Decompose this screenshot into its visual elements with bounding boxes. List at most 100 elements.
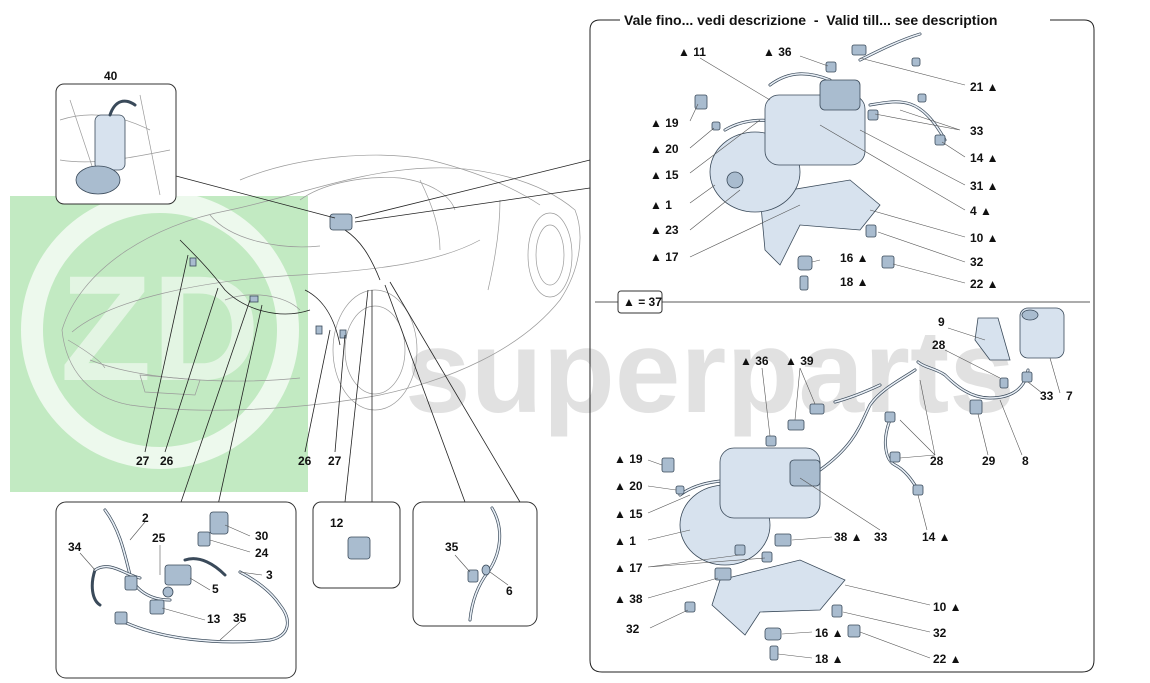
callout-28-bottom: 28 bbox=[930, 454, 944, 468]
callout-4: 4 ▲ bbox=[970, 204, 992, 218]
callout-5: 5 bbox=[212, 582, 219, 596]
callout-3: 3 bbox=[266, 568, 273, 582]
callout-36-top: ▲ 36 bbox=[763, 45, 792, 59]
callout-10-top: 10 ▲ bbox=[970, 231, 999, 245]
callout-40: 40 bbox=[104, 69, 118, 83]
car-illustration bbox=[61, 154, 581, 411]
fitting-14-bottom bbox=[912, 484, 924, 496]
pad-38-a bbox=[774, 533, 792, 547]
callout-39: ▲ 39 bbox=[785, 354, 814, 368]
fitting-28-top bbox=[999, 377, 1009, 389]
right-section: Vale fino... vedi descrizione - Valid ti… bbox=[589, 12, 1095, 673]
callout-27-right: 27 bbox=[328, 454, 342, 468]
clip-6 bbox=[481, 564, 491, 576]
motor-top bbox=[819, 79, 861, 111]
clip-top-right bbox=[911, 57, 921, 67]
callout-2: 2 bbox=[142, 511, 149, 525]
callout-31: 31 ▲ bbox=[970, 179, 999, 193]
clip-29 bbox=[969, 399, 983, 415]
inset-35-6: 35 6 bbox=[412, 501, 538, 627]
fitting-35-right bbox=[467, 569, 479, 583]
callout-8: 8 bbox=[1022, 454, 1029, 468]
callout-28-top: 28 bbox=[932, 338, 946, 352]
callout-16-bottom: 16 ▲ bbox=[815, 626, 844, 640]
inset-12: 12 bbox=[312, 501, 401, 589]
seal-washer bbox=[162, 586, 174, 598]
fitting-14-top bbox=[934, 134, 946, 146]
callout-20-bottom: ▲ 20 bbox=[614, 479, 643, 493]
part-12 bbox=[347, 536, 371, 560]
motor-bottom bbox=[789, 459, 821, 487]
callout-36-bottom: ▲ 36 bbox=[740, 354, 769, 368]
pump-body-top bbox=[764, 94, 866, 166]
clip-13 bbox=[149, 599, 165, 615]
callout-35-left: 35 bbox=[233, 611, 247, 625]
callout-15-top: ▲ 15 bbox=[650, 168, 679, 182]
pressure-sensor-5 bbox=[164, 564, 192, 586]
callout-14-bottom: 14 ▲ bbox=[922, 530, 951, 544]
bracket-10-top bbox=[759, 179, 881, 266]
inset-40-pump bbox=[75, 165, 121, 195]
callout-32-top: 32 bbox=[970, 255, 984, 269]
fitting-39-a bbox=[787, 419, 805, 431]
mount-16-bottom bbox=[764, 627, 782, 641]
fitting-39-b bbox=[809, 403, 825, 415]
callout-18-top: 18 ▲ bbox=[840, 275, 869, 289]
seal-36-top bbox=[825, 61, 837, 73]
inset-40: 40 bbox=[55, 69, 336, 219]
clip-top-right-2 bbox=[917, 93, 927, 103]
callout-13: 13 bbox=[207, 612, 221, 626]
fitting-28-b bbox=[889, 451, 901, 463]
bracket-30 bbox=[209, 511, 229, 535]
callout-16-top: 16 ▲ bbox=[840, 251, 869, 265]
bolt-18-top bbox=[799, 275, 809, 291]
callout-29: 29 bbox=[982, 454, 996, 468]
callout-19-bottom: ▲ 19 bbox=[614, 452, 643, 466]
bolt-19-top bbox=[694, 94, 708, 110]
fitting-33-reservoir bbox=[1021, 371, 1033, 383]
callout-11-top: ▲ 11 bbox=[678, 45, 706, 59]
top-pump-assembly bbox=[689, 32, 966, 291]
callout-26-right: 26 bbox=[298, 454, 312, 468]
callout-14-top: 14 ▲ bbox=[970, 151, 999, 165]
callout-12: 12 bbox=[330, 516, 344, 530]
car-hydraulic-lines bbox=[179, 213, 381, 346]
callout-21: 21 ▲ bbox=[970, 80, 999, 94]
bracket-9 bbox=[974, 317, 1011, 361]
callout-9: 9 bbox=[938, 315, 945, 329]
watermark: ZD superparts bbox=[10, 191, 1015, 492]
reservoir-7 bbox=[1019, 307, 1065, 359]
valid-till-header: Vale fino... vedi descrizione - Valid ti… bbox=[624, 12, 997, 28]
bolt-32-top bbox=[865, 224, 877, 238]
section-note-box bbox=[617, 290, 663, 314]
callout-22-bottom: 22 ▲ bbox=[933, 652, 962, 666]
inset-40-reservoir bbox=[94, 114, 126, 171]
section-note: ▲ = 37 bbox=[623, 295, 662, 309]
bolt-32-bottom-left bbox=[684, 601, 696, 613]
callout-32-bottom-left: 32 bbox=[626, 622, 640, 636]
callout-27-left: 27 bbox=[136, 454, 150, 468]
callout-38-left: ▲ 38 bbox=[614, 592, 643, 606]
callout-18-bottom: 18 ▲ bbox=[815, 652, 844, 666]
clip-25 bbox=[124, 575, 138, 591]
leader-lines bbox=[144, 159, 591, 506]
callout-17-top: ▲ 17 bbox=[650, 250, 679, 264]
callout-24: 24 bbox=[255, 546, 269, 560]
clip-22-bottom bbox=[847, 624, 861, 638]
bracket-10-bottom bbox=[711, 559, 846, 636]
washer-20-bottom bbox=[675, 485, 685, 495]
callout-34: 34 bbox=[68, 540, 82, 554]
callout-33-top: 33 bbox=[970, 124, 984, 138]
callout-20-top: ▲ 20 bbox=[650, 142, 679, 156]
inset-lines-sensors bbox=[55, 501, 297, 679]
pump-on-car bbox=[329, 213, 353, 231]
callout-33-bottom: 33 bbox=[874, 530, 888, 544]
fitting-35 bbox=[114, 611, 128, 625]
fitting-21 bbox=[851, 44, 867, 56]
callout-32-bottom-right: 32 bbox=[933, 626, 947, 640]
callout-15-bottom: ▲ 15 bbox=[614, 507, 643, 521]
clip-on-car-2 bbox=[249, 295, 259, 303]
bolt-18-bottom bbox=[769, 645, 779, 661]
callout-38-right: 38 ▲ bbox=[834, 530, 863, 544]
